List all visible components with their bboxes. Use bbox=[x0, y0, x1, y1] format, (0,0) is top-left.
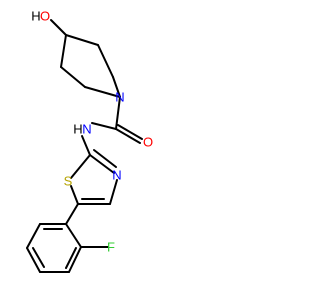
bond-c2a-n1 bbox=[84, 86, 121, 98]
bond-c4-c3b bbox=[65, 34, 99, 46]
bond-c3a-c2a bbox=[60, 66, 86, 88]
bond-ph-2-3 bbox=[68, 246, 82, 273]
atom-amide-h: H bbox=[73, 122, 82, 137]
bond-o-c4 bbox=[50, 19, 67, 36]
atom-thiazole-n: N bbox=[112, 168, 121, 183]
bond-ph-5-6 bbox=[26, 223, 41, 249]
bond-c-o-double-a bbox=[115, 128, 141, 144]
atom-thiazole-s: S bbox=[64, 174, 73, 189]
bond-c-nh bbox=[91, 122, 117, 130]
bond-n1-c-carbonyl bbox=[115, 96, 121, 130]
bond-c-o-double-b bbox=[117, 124, 143, 140]
bond-c2b-n1 bbox=[112, 76, 121, 98]
atom-hydroxyl-o: O bbox=[40, 9, 50, 24]
atom-piperidine-n: N bbox=[115, 90, 124, 105]
bond-c3b-c2b bbox=[97, 44, 114, 78]
bond-n3-c4 bbox=[109, 179, 118, 205]
bond-ph-1-2 bbox=[65, 223, 82, 248]
atom-carbonyl-o: O bbox=[143, 135, 153, 150]
bond-c2-n3a bbox=[89, 154, 115, 174]
bond-ph-2-3-inner bbox=[65, 247, 77, 269]
bond-c4-c3a bbox=[60, 34, 67, 68]
bond-ph-4-5-inner bbox=[32, 247, 45, 268]
bond-nh-c2 bbox=[81, 135, 91, 156]
bond-c2-n3b bbox=[93, 149, 117, 168]
bond-c2-s bbox=[70, 154, 91, 179]
bond-ph-4-5 bbox=[26, 247, 41, 273]
molecule-diagram: H O N O H N S N F bbox=[26, 9, 153, 273]
bond-c5-phenyl bbox=[65, 203, 79, 225]
atom-fluorine: F bbox=[107, 240, 115, 255]
bond-c5-s bbox=[70, 185, 79, 205]
atom-amide-n: N bbox=[82, 122, 91, 137]
structure-canvas: H O N O H N S N F bbox=[26, 9, 153, 273]
atom-hydroxyl-h: H bbox=[31, 9, 40, 24]
